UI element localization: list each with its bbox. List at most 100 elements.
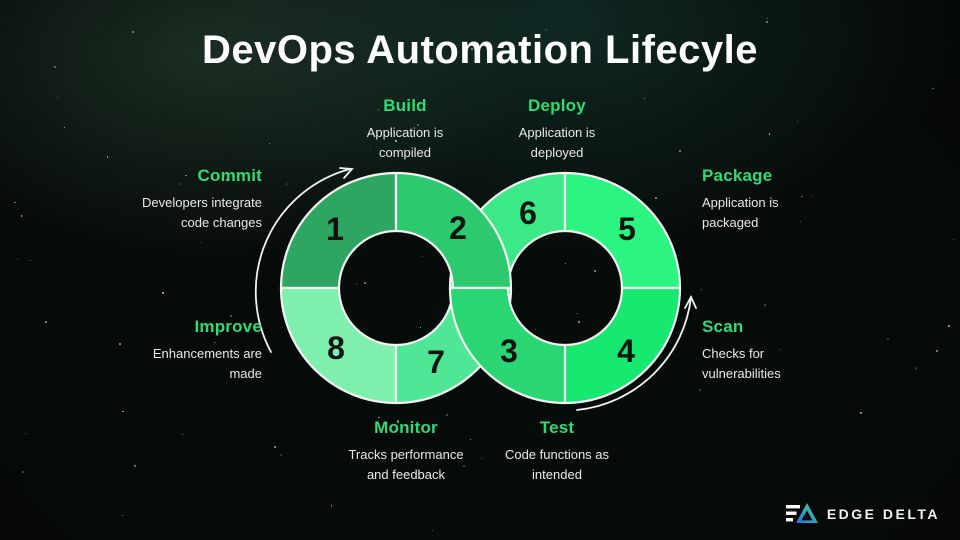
star-speck — [829, 493, 831, 494]
star-speck — [45, 321, 48, 324]
segment-8-improve — [279, 286, 398, 405]
star-speck — [936, 349, 939, 352]
star-speck — [417, 123, 420, 127]
star-speck — [679, 150, 681, 152]
stage-desc-package: Application is packaged — [702, 195, 779, 230]
star-speck — [56, 97, 59, 99]
star-speck — [377, 108, 380, 110]
star-speck — [768, 133, 771, 135]
star-speck — [394, 140, 397, 143]
segment-number-3: 3 — [500, 333, 518, 369]
star-speck — [655, 197, 657, 200]
segment-3-test — [448, 286, 567, 405]
star-speck — [16, 258, 19, 260]
star-speck — [162, 292, 164, 294]
stage-title-test: Test — [539, 418, 575, 437]
star-speck — [801, 195, 803, 198]
segment-5-package — [563, 171, 682, 290]
stage-label-improve: Improve Enhancements are made — [92, 317, 262, 383]
star-speck — [545, 237, 548, 240]
star-speck — [812, 194, 814, 197]
star-speck — [133, 465, 137, 468]
star-speck — [771, 198, 774, 202]
star-speck — [314, 122, 316, 124]
star-speck — [369, 146, 372, 148]
star-speck — [199, 242, 201, 244]
star-speck — [330, 505, 333, 507]
star-speck — [280, 454, 282, 457]
stage-desc-deploy: Application is deployed — [518, 125, 596, 160]
stage-title-improve: Improve — [194, 317, 262, 336]
star-speck — [565, 263, 567, 265]
segment-4-scan — [563, 286, 682, 405]
segment-number-6: 6 — [519, 195, 537, 231]
page-title: DevOps Automation Lifecyle — [201, 28, 759, 72]
stage-title-commit: Commit — [197, 166, 262, 185]
star-speck — [122, 410, 124, 412]
star-speck — [545, 28, 547, 31]
star-speck — [225, 178, 228, 181]
stage-label-deploy: Deploy Application is deployed — [477, 96, 637, 162]
segment-number-4: 4 — [617, 333, 635, 369]
segment-1-commit — [279, 171, 398, 290]
stage-desc-test: Code functions as intended — [504, 447, 610, 482]
star-speck — [701, 288, 703, 290]
segment-2-build — [394, 171, 513, 290]
stage-label-test: Test Code functions as intended — [477, 418, 637, 484]
star-speck — [21, 215, 23, 217]
stage-title-monitor: Monitor — [374, 418, 438, 437]
flow-arrow-right — [576, 294, 697, 411]
star-speck — [274, 445, 277, 448]
star-speck — [462, 464, 465, 467]
star-speck — [344, 49, 346, 52]
star-speck — [797, 120, 799, 122]
star-speck — [132, 31, 134, 33]
segment-number-7: 7 — [427, 344, 445, 380]
star-speck — [355, 283, 358, 285]
star-speck — [535, 328, 537, 330]
stage-desc-build: Application is compiled — [366, 125, 444, 160]
star-speck — [800, 220, 802, 222]
stage-label-scan: Scan Checks for vulnerabilities — [702, 317, 872, 383]
stage-label-commit: Commit Developers integrate code changes — [92, 166, 262, 232]
star-speck — [230, 315, 232, 318]
star-speck — [64, 126, 66, 129]
star-speck — [378, 416, 380, 419]
star-speck — [785, 26, 788, 29]
star-speck — [54, 65, 57, 68]
star-speck — [887, 338, 889, 340]
star-speck — [247, 67, 249, 69]
star-speck — [594, 270, 597, 273]
star-speck — [644, 97, 646, 99]
stage-desc-commit: Developers integrate code changes — [142, 195, 262, 230]
segment-number-2: 2 — [449, 210, 467, 246]
stage-desc-scan: Checks for vulnerabilities — [702, 346, 781, 381]
stage-label-package: Package Application is packaged — [702, 166, 872, 232]
star-speck — [915, 367, 918, 370]
segment-number-5: 5 — [618, 211, 636, 247]
star-speck — [481, 458, 483, 460]
star-speck — [711, 347, 713, 349]
star-speck — [471, 47, 473, 50]
stage-label-monitor: Monitor Tracks performance and feedback — [316, 418, 496, 484]
star-speck — [699, 389, 701, 391]
star-speck — [766, 21, 768, 23]
star-speck — [214, 342, 216, 344]
stage-title-package: Package — [702, 166, 773, 185]
edge-delta-logo-text: EDGE DELTA — [826, 506, 940, 522]
segment-number-8: 8 — [327, 330, 345, 366]
star-speck — [118, 343, 121, 346]
star-speck — [420, 327, 422, 329]
star-speck — [185, 174, 187, 176]
stage-desc-monitor: Tracks performance and feedback — [348, 447, 464, 482]
stage-label-build: Build Application is compiled — [325, 96, 485, 162]
star-speck — [446, 414, 448, 416]
star-speck — [181, 434, 183, 436]
star-speck — [285, 183, 288, 186]
star-speck — [952, 239, 954, 241]
star-speck — [106, 156, 109, 158]
stage-desc-improve: Enhancements are made — [152, 346, 262, 381]
star-speck — [179, 183, 181, 185]
